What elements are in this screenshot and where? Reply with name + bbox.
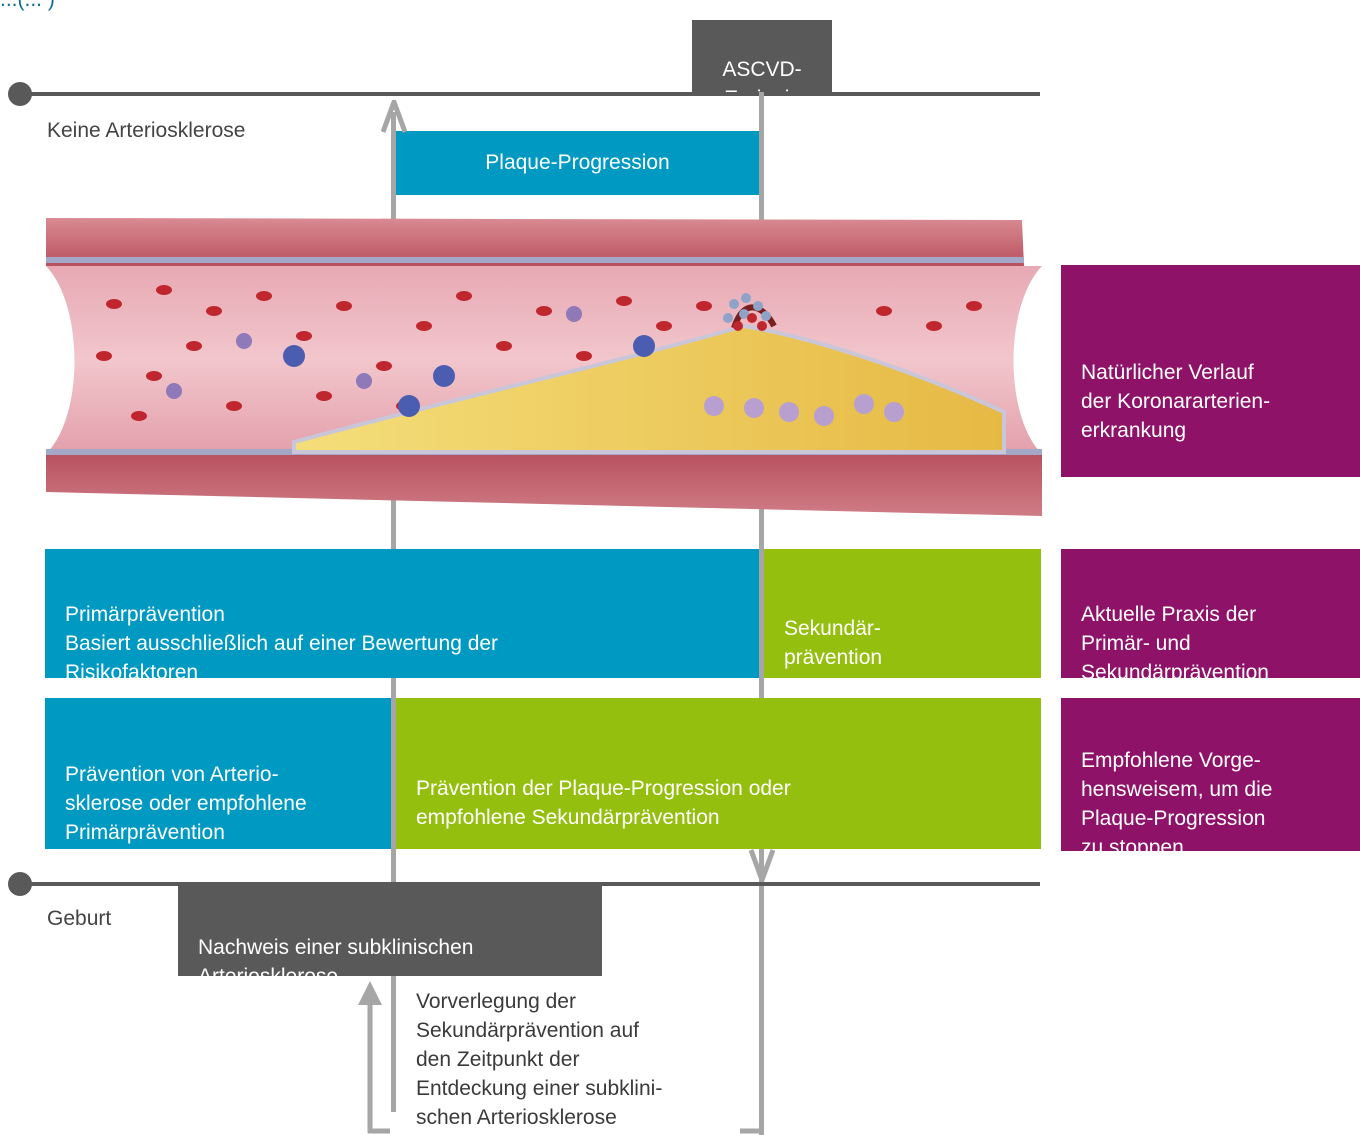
current-secondary-prevention-box: Sekundär- prävention: [764, 549, 1041, 678]
subclinical-detection-box: Nachweis einer subklinischen Arterioskle…: [178, 886, 602, 976]
natural-course-label: Natürlicher Verlauf der Koronararterien-…: [1081, 361, 1270, 442]
recommended-primary-prevention-box: Prävention von Arterio- sklerose oder em…: [45, 698, 391, 849]
recommended-primary-prevention-text: Prävention von Arterio- sklerose oder em…: [65, 763, 307, 844]
recommended-approach-box: Empfohlene Vorge- hensweisem, um die Pla…: [1061, 698, 1360, 851]
natural-course-box: Natürlicher Verlauf der Koronararterien-…: [1061, 265, 1360, 477]
current-practice-box: Aktuelle Praxis der Primär- und Sekundär…: [1061, 549, 1360, 678]
bottom-timeline-dot: [8, 872, 32, 896]
current-secondary-prevention-text: Sekundär- prävention: [784, 617, 882, 669]
recommended-secondary-prevention-box: Prävention der Plaque-Progression oder e…: [396, 698, 1041, 849]
top-timeline-line: [20, 92, 1040, 96]
recommended-secondary-prevention-text: Prävention der Plaque-Progression oder e…: [416, 777, 791, 829]
bottom-left-label: Geburt: [47, 905, 111, 933]
ascvd-event-box: ASCVD- Ereignis: [692, 20, 832, 92]
artery-illustration: [44, 216, 1044, 518]
current-practice-label: Aktuelle Praxis der Primär- und Sekundär…: [1081, 603, 1269, 684]
top-left-label: Keine Arteriosklerose: [47, 117, 245, 145]
event-down-arrow-icon: [749, 848, 775, 884]
current-primary-prevention-box: Primärprävention Basiert ausschließlich …: [45, 549, 759, 678]
top-timeline-dot: [8, 82, 32, 106]
advancement-note: Vorverlegung der Sekundärprävention auf …: [416, 987, 662, 1132]
recommended-approach-label: Empfohlene Vorge- hensweisem, um die Pla…: [1081, 749, 1272, 859]
artery-bottom-wall: [46, 452, 1042, 516]
plaque-progression-label: Plaque-Progression: [485, 151, 669, 174]
current-primary-prevention-text: Primärprävention Basiert ausschließlich …: [65, 603, 498, 684]
header-fragment: ...(... ): [0, 0, 55, 14]
detection-up-arrow-icon: [381, 100, 407, 134]
plaque-progression-box: Plaque-Progression: [396, 131, 759, 195]
